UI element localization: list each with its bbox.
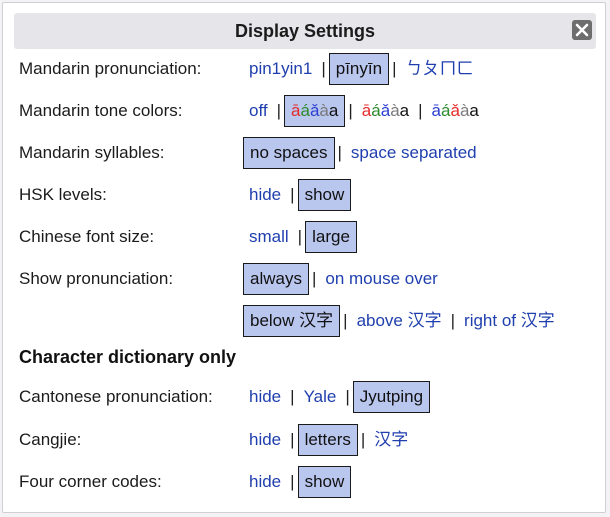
option-right-of-hanzi[interactable]: right of 汉字 [464,311,555,330]
option-cangjie-hide[interactable]: hide [249,430,282,449]
option-yale[interactable]: Yale [303,387,337,406]
option-cantonese-hide[interactable]: hide [249,387,282,406]
option-font-large[interactable]: large [305,221,357,253]
option-font-small[interactable]: small [249,227,289,246]
close-button[interactable] [572,20,592,40]
option-cangjie-hanzi[interactable]: 汉字 [374,430,409,449]
option-pinyin-marks[interactable]: pīnyīn [328,53,390,85]
tone-colors-label: Mandarin tone colors: [19,101,183,120]
option-tone-colors-off[interactable]: off [249,101,268,120]
option-four-corner-show[interactable]: show [297,466,352,498]
mandarin-syllables-label: Mandarin syllables: [19,143,165,162]
row-show-pronunciation: Show pronunciation: always | on mouse ov… [19,262,605,296]
option-hsk-hide[interactable]: hide [249,185,282,204]
row-mandarin-pronunciation: Mandarin pronunciation: pin1yin1 | pīnyī… [19,52,605,86]
four-corner-codes-label: Four corner codes: [19,472,162,491]
row-font-size: Chinese font size: small | large [19,220,605,254]
option-space-separated[interactable]: space separated [350,143,477,162]
option-jyutping[interactable]: Jyutping [352,381,431,413]
mandarin-pronunciation-label: Mandarin pronunciation: [19,59,202,78]
row-four-corner-codes: Four corner codes: hide | show [19,465,605,499]
option-below-hanzi[interactable]: below 汉字 [243,305,341,337]
hsk-levels-label: HSK levels: [19,185,107,204]
character-dictionary-heading: Character dictionary only [19,347,237,367]
font-size-label: Chinese font size: [19,227,155,246]
option-pinyin-numbers[interactable]: pin1yin1 [249,59,313,78]
option-always[interactable]: always [243,263,309,295]
row-mandarin-syllables: Mandarin syllables: no spaces | space se… [19,136,605,170]
option-cangjie-letters[interactable]: letters [297,424,358,456]
option-tone-scheme-3[interactable]: āáǎàa [431,101,479,120]
option-no-spaces[interactable]: no spaces [243,137,335,169]
row-pronunciation-position: below 汉字 | above 汉字 | right of 汉字 [19,304,605,338]
option-on-mouse-over[interactable]: on mouse over [325,269,438,288]
row-cantonese-pronunciation: Cantonese pronunciation: hide | Yale | J… [19,380,605,414]
close-icon [575,23,589,37]
option-tone-scheme-2[interactable]: āáǎàa [361,101,410,120]
option-tone-scheme-1[interactable]: āáǎàa [284,95,346,127]
option-zhuyin[interactable]: ㄅㄆㄇㄈ [405,59,474,78]
dialog-title: Display Settings [234,21,376,41]
cangjie-label: Cangjie: [19,430,82,449]
cantonese-pronunciation-label: Cantonese pronunciation: [19,387,213,406]
row-tone-colors: Mandarin tone colors: off | āáǎàa | āáǎà… [19,94,605,128]
option-above-hanzi[interactable]: above 汉字 [356,311,442,330]
option-four-corner-hide[interactable]: hide [249,472,282,491]
option-hsk-show[interactable]: show [297,179,352,211]
row-hsk-levels: HSK levels: hide | show [19,178,605,212]
dialog-titlebar: Display Settings [14,13,596,49]
show-pronunciation-label: Show pronunciation: [19,269,174,288]
display-settings-dialog: Display Settings Mandarin pronunciation:… [2,2,606,513]
row-cangjie: Cangjie: hide | letters | 汉字 [19,423,605,457]
